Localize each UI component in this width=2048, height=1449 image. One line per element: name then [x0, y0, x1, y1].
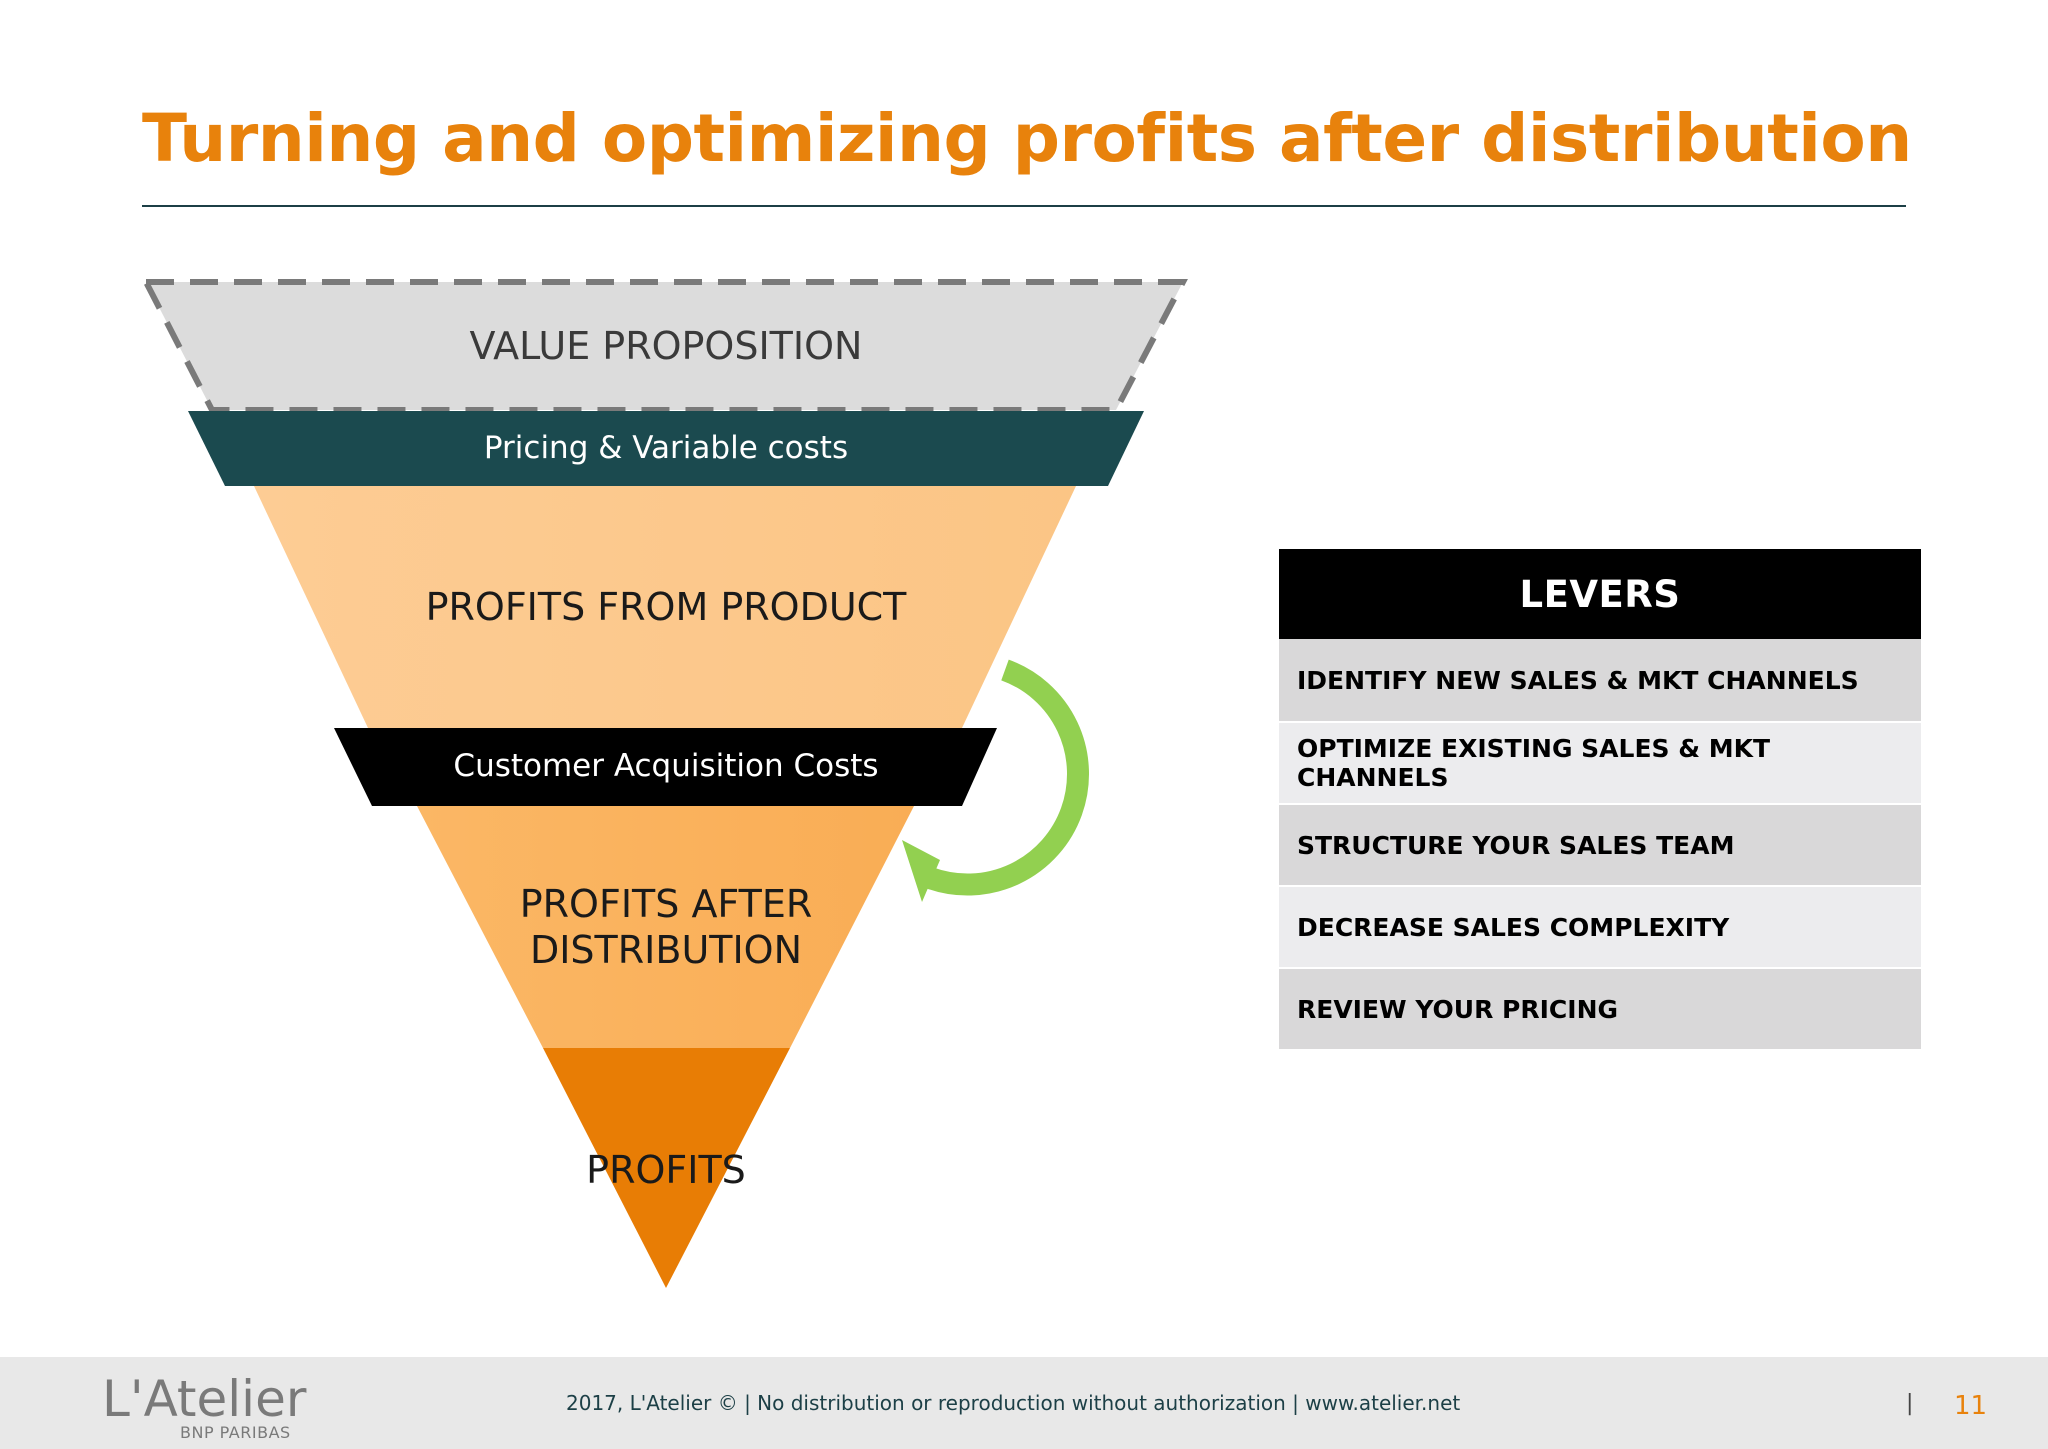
profits-from-product-layer — [254, 486, 1076, 728]
profits-layer — [543, 1048, 790, 1288]
profits-from-product-label: PROFITS FROM PRODUCT — [425, 585, 907, 629]
profits-label: PROFITS — [586, 1148, 746, 1192]
lever-item: STRUCTURE YOUR SALES TEAM — [1279, 803, 1921, 885]
customer-acquisition-band — [334, 728, 997, 806]
levers-heading: LEVERS — [1279, 549, 1921, 639]
lever-item: OPTIMIZE EXISTING SALES & MKT CHANNELS — [1279, 721, 1921, 803]
profits-after-label-line2: DISTRIBUTION — [529, 928, 803, 972]
title-divider — [142, 205, 1906, 207]
page-number: 11 — [1954, 1391, 1988, 1421]
pricing-band — [188, 411, 1144, 486]
lever-item: IDENTIFY NEW SALES & MKT CHANNELS — [1279, 639, 1921, 721]
curved-arrow-icon — [926, 659, 1089, 896]
funnel-diagram — [141, 279, 1188, 1288]
footer-copyright: 2017, L'Atelier © | No distribution or r… — [566, 1391, 1461, 1415]
value-proposition-layer — [141, 279, 1188, 413]
latelier-logo: L'Atelier BNP PARIBAS — [102, 1370, 312, 1442]
logo-sub-text: BNP PARIBAS — [180, 1423, 291, 1442]
arrow-head-icon — [902, 840, 940, 902]
footer-separator: | — [1906, 1391, 1914, 1416]
page-title: Turning and optimizing profits after dis… — [142, 100, 1912, 177]
profits-after-distribution-layer — [417, 806, 914, 1048]
profits-after-label-line1: PROFITS AFTER — [519, 882, 813, 926]
value-proposition-label: VALUE PROPOSITION — [469, 324, 863, 368]
footer: L'Atelier BNP PARIBAS 2017, L'Atelier © … — [0, 1357, 2048, 1449]
customer-acquisition-label: Customer Acquisition Costs — [453, 748, 879, 784]
pricing-label: Pricing & Variable costs — [483, 430, 849, 466]
lever-item: REVIEW YOUR PRICING — [1279, 967, 1921, 1049]
logo-main-text: L'Atelier — [102, 1370, 307, 1428]
levers-table: LEVERS IDENTIFY NEW SALES & MKT CHANNELS… — [1279, 549, 1921, 1049]
lever-item: DECREASE SALES COMPLEXITY — [1279, 885, 1921, 967]
